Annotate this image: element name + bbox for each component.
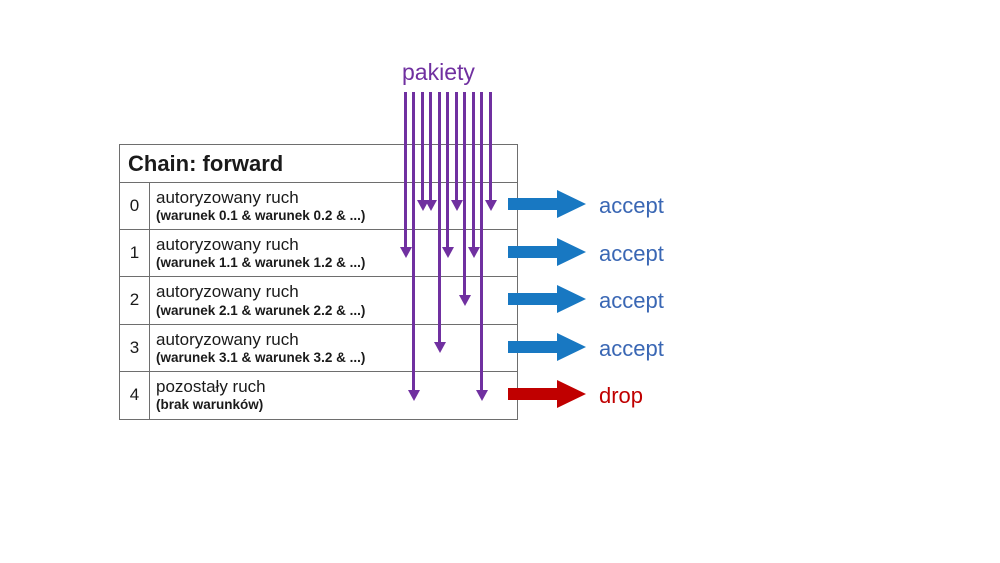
rule-number-1: 1 (120, 230, 150, 278)
accept-arrow-icon (508, 332, 586, 366)
rule-row-0: autoryzowany ruch (warunek 0.1 & warunek… (150, 183, 517, 231)
action-row-2: accept (508, 284, 664, 318)
packet-arrowhead-icon (484, 200, 497, 211)
action-row-4: drop (508, 379, 644, 413)
action-label: accept (599, 241, 664, 266)
packet-arrowhead-icon (450, 200, 463, 211)
rule-conditions: (brak warunków) (156, 397, 264, 413)
rule-description: autoryzowany ruch (156, 188, 299, 207)
packet-arrowhead-icon (475, 389, 488, 401)
chain-title: Chain: forward (120, 145, 517, 183)
packet-arrow-line-7 (463, 92, 466, 296)
packet-arrowhead-icon (424, 200, 437, 211)
packet-arrow-line-9 (480, 92, 483, 391)
action-label: drop (599, 383, 644, 408)
action-row-1: accept (508, 237, 664, 271)
packet-arrowhead-icon (441, 247, 454, 259)
rule-description: pozostały ruch (156, 376, 266, 396)
packet-arrowhead-icon (416, 200, 429, 211)
packet-arrowhead-icon (458, 294, 471, 306)
rule-number-2: 2 (120, 277, 150, 325)
rule-row-1: autoryzowany ruch (warunek 1.1 & warunek… (150, 230, 517, 278)
rule-conditions: (warunek 1.1 & warunek 1.2 & ...) (156, 255, 366, 271)
packet-arrow-line-0 (404, 92, 407, 249)
rule-conditions: (warunek 0.1 & warunek 0.2 & ...) (156, 208, 366, 224)
rule-conditions: (warunek 2.1 & warunek 2.2 & ...) (156, 302, 366, 318)
rule-row-3: autoryzowany ruch (warunek 3.1 & warunek… (150, 325, 517, 372)
accept-arrow-icon (508, 284, 586, 318)
packet-arrowhead-icon (433, 342, 446, 354)
rule-description: autoryzowany ruch (156, 329, 299, 349)
rule-number-3: 3 (120, 324, 150, 372)
packet-arrow-line-5 (446, 92, 449, 249)
action-label: accept (599, 288, 664, 313)
packet-arrowhead-icon (399, 247, 412, 259)
packets-label: pakiety (402, 59, 475, 85)
packet-arrow-line-2 (421, 92, 424, 201)
drop-arrow-icon (508, 379, 586, 413)
rule-conditions: (warunek 3.1 & warunek 3.2 & ...) (156, 349, 366, 365)
rule-number-0: 0 (120, 183, 150, 231)
packet-arrow-line-3 (429, 92, 432, 201)
packet-arrow-line-1 (412, 92, 415, 391)
accept-arrow-icon (508, 237, 586, 271)
action-label: accept (599, 336, 664, 361)
rule-row-4: pozostały ruch (brak warunków) (150, 372, 517, 419)
packet-arrow-line-4 (438, 92, 441, 344)
accept-arrow-icon (508, 189, 586, 223)
action-row-0: accept (508, 189, 664, 223)
packet-arrow-line-8 (472, 92, 475, 249)
packet-arrow-line-10 (489, 92, 492, 201)
rule-description: autoryzowany ruch (156, 235, 299, 255)
rule-number-4: 4 (120, 371, 150, 419)
action-row-3: accept (508, 332, 664, 366)
rule-description: autoryzowany ruch (156, 282, 299, 302)
action-label: accept (599, 193, 664, 218)
chain-table: Chain: forward 0 autoryzowany ruch (waru… (119, 144, 518, 420)
packet-arrowhead-icon (407, 389, 420, 401)
packet-arrow-line-6 (455, 92, 458, 201)
rule-row-2: autoryzowany ruch (warunek 2.1 & warunek… (150, 277, 517, 325)
packet-arrowhead-icon (467, 247, 480, 259)
